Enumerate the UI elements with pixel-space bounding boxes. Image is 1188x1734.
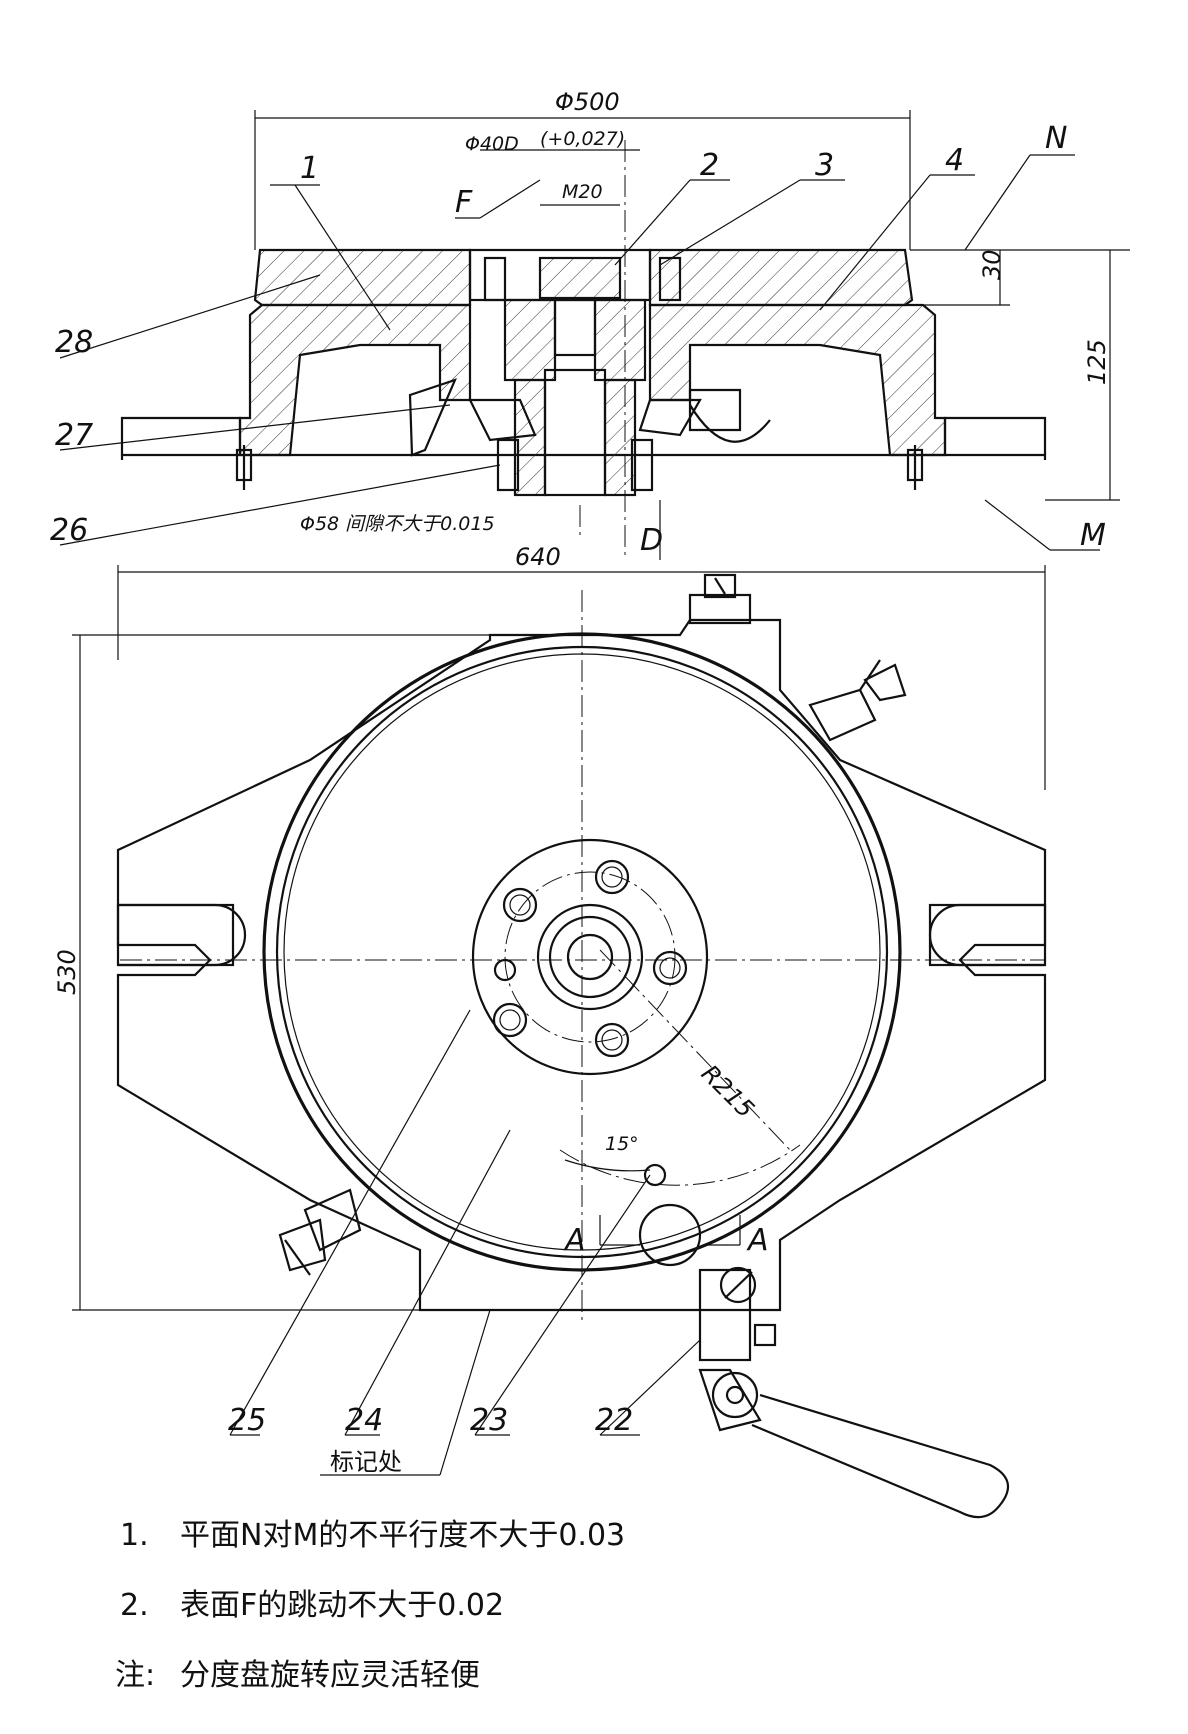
section-letter-a-right: A: [746, 1223, 769, 1258]
label-part-26: 26: [50, 513, 88, 548]
label-part-28: 28: [55, 325, 93, 360]
label-part-24: 24: [345, 1403, 383, 1438]
note-1-number: 1.: [120, 1518, 149, 1553]
index-lever: [698, 1266, 1010, 1519]
mark-label: 标记处: [330, 1448, 402, 1476]
section-dimensions: [254, 110, 1130, 560]
section-view: [120, 140, 1047, 560]
letter-F: F: [455, 185, 473, 220]
dim-m20: M20: [562, 181, 603, 203]
dim-r215: R215: [696, 1059, 760, 1123]
letter-M: M: [1080, 518, 1106, 553]
dim-phi500: Φ500: [555, 88, 620, 116]
top-plate-left: [253, 248, 472, 307]
note-2-text: 表面F的跳动不大于0.02: [180, 1588, 504, 1623]
label-part-23: 23: [470, 1403, 508, 1438]
dim-640: 640: [515, 543, 561, 571]
label-part-1: 1: [300, 151, 319, 186]
upper-right-lock-handle: [808, 659, 907, 742]
note-3-text: 分度盘旋转应灵活轻便: [180, 1658, 480, 1693]
dim-phi58-note: Φ58 间隙不大于0.015: [300, 513, 495, 535]
dim-530: 530: [53, 949, 81, 995]
spindle: [543, 368, 607, 497]
lower-left-lock-handle: [278, 1188, 362, 1276]
housing-left-section: [238, 303, 472, 457]
hub-bolt: [538, 256, 622, 300]
label-part-22: 22: [595, 1403, 633, 1438]
dim-phi40: Φ40D: [465, 133, 519, 155]
letter-D: D: [640, 523, 663, 558]
dim-phi40-tolerance: (+0,027): [540, 128, 625, 150]
note-1-text: 平面N对M的不平行度不大于0.03: [180, 1518, 625, 1553]
dim-angle-15: 15°: [605, 1133, 639, 1155]
note-2-number: 2.: [120, 1588, 149, 1623]
label-part-25: 25: [228, 1403, 266, 1438]
top-clamp: [688, 573, 752, 625]
dim-125: 125: [1083, 339, 1111, 385]
label-part-27: 27: [55, 418, 93, 453]
note-3-number: 注:: [115, 1658, 155, 1693]
label-part-4: 4: [945, 143, 964, 178]
section-a-hole: [638, 1203, 702, 1267]
top-plate-right: [648, 248, 914, 307]
index-pin-hole: [643, 1163, 667, 1187]
hub-bolts: [492, 859, 688, 1058]
technical-notes: 1. 平面N对M的不平行度不大于0.03 2. 表面F的跳动不大于0.02 注:…: [115, 1518, 625, 1693]
letter-N: N: [1045, 121, 1067, 156]
section-leaders: [59, 154, 1100, 551]
dim-30: 30: [978, 249, 1006, 280]
label-part-3: 3: [815, 148, 834, 183]
label-part-2: 2: [700, 148, 719, 183]
section-letter-a-left: A: [563, 1223, 586, 1258]
plan-view: 530: [53, 565, 1047, 1519]
housing-right-section: [648, 303, 947, 457]
